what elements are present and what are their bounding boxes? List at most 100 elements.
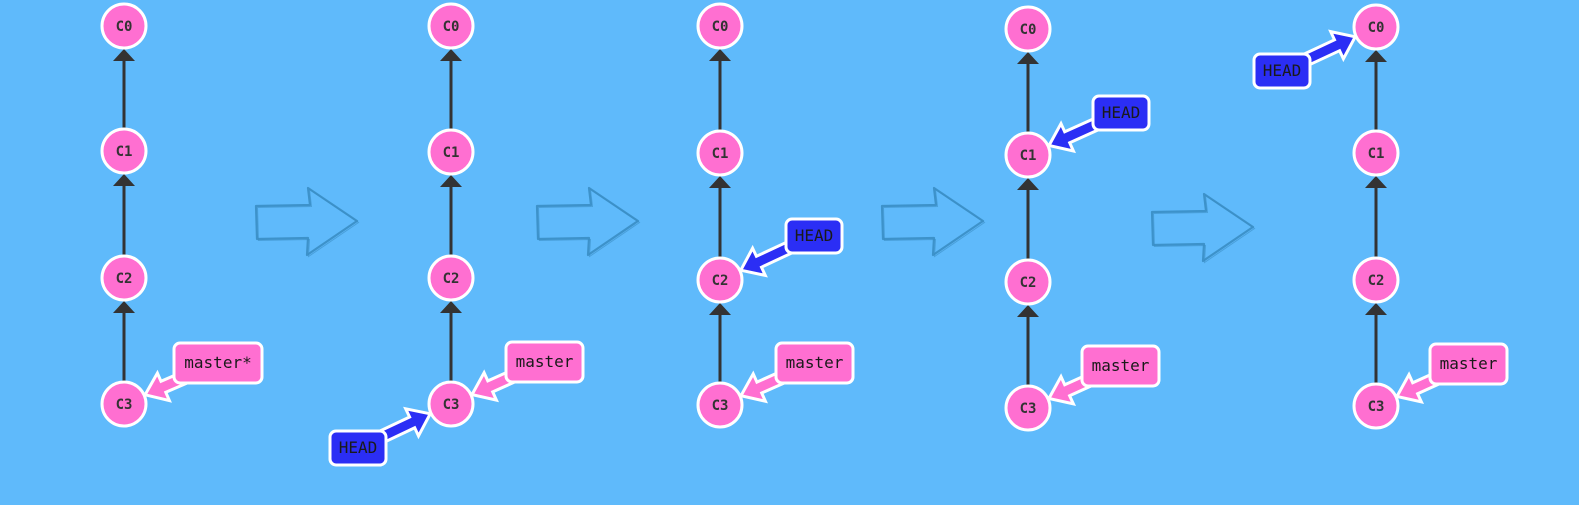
step-arrow-icon (254, 186, 360, 258)
edge-arrowhead-icon (1365, 303, 1387, 315)
commit-node-c2: C2 (100, 254, 148, 302)
commit-node-c1: C1 (696, 129, 744, 177)
commit-circle (1352, 382, 1400, 430)
step-arrow-outline (254, 186, 359, 257)
commit-label: C3 (1368, 399, 1385, 415)
commit-label: C2 (443, 271, 460, 287)
commit-label: C2 (1368, 273, 1385, 289)
branch-master-label: master (1092, 356, 1150, 375)
edge-arrowhead-icon (113, 301, 135, 313)
branch-master-label: master (1440, 354, 1498, 373)
branch-master-tag (1080, 344, 1161, 388)
head-ref-label: HEAD (1263, 61, 1302, 80)
branch-master-label: master (786, 353, 844, 372)
commit-circle (1004, 384, 1052, 432)
branch-master-tag (504, 340, 585, 384)
commit-node-c1: C1 (100, 127, 148, 175)
commit-node-c1: C1 (1004, 131, 1052, 179)
commit-label: C3 (1020, 401, 1037, 417)
step-arrow-sketch (256, 188, 360, 258)
commit-label: C0 (1020, 22, 1037, 38)
head-ref-tag (784, 217, 844, 255)
commit-circle (427, 2, 475, 50)
edge-arrowhead-icon (1365, 50, 1387, 62)
branch-master-tag (774, 341, 855, 385)
commit-node-c3: C3 (427, 380, 475, 428)
edge-arrowhead-icon (1017, 178, 1039, 190)
commit-circle (100, 127, 148, 175)
edge-arrowhead-icon (709, 303, 731, 315)
commit-circle (427, 254, 475, 302)
commit-circle (1004, 131, 1052, 179)
step-arrow-outline (535, 186, 640, 257)
step-arrow-sketch (882, 188, 986, 258)
step-arrow-icon (1150, 192, 1256, 264)
commit-circle (427, 380, 475, 428)
edge-arrowhead-icon (440, 49, 462, 61)
commit-label: C1 (1020, 148, 1037, 164)
branch-master-label: master* (184, 353, 251, 372)
commit-label: C1 (443, 145, 460, 161)
step-arrow-icon (535, 186, 641, 258)
commit-node-c2: C2 (1352, 256, 1400, 304)
commit-node-c3: C3 (1352, 382, 1400, 430)
commit-label: C0 (712, 19, 729, 35)
commit-label: C3 (443, 397, 460, 413)
commit-node-c0: C0 (100, 2, 148, 50)
edge-arrowhead-icon (440, 175, 462, 187)
head-ref-tag (1091, 94, 1151, 132)
edge-arrowhead-icon (1365, 176, 1387, 188)
commit-label: C1 (116, 144, 133, 160)
commit-label: C3 (712, 398, 729, 414)
commit-node-c2: C2 (427, 254, 475, 302)
commit-label: C1 (1368, 146, 1385, 162)
commit-circle (1004, 5, 1052, 53)
step-arrow-sketch (1152, 194, 1256, 264)
commit-circle (100, 2, 148, 50)
branch-master-tag (172, 341, 264, 385)
edge-arrowhead-icon (440, 301, 462, 313)
edge-arrowhead-icon (113, 49, 135, 61)
edge-arrowhead-icon (1017, 52, 1039, 64)
step-arrow-outline (1150, 192, 1255, 263)
step-arrow-sketch (537, 188, 641, 258)
commit-node-c0: C0 (696, 2, 744, 50)
commit-label: C0 (1368, 20, 1385, 36)
commit-node-c1: C1 (427, 128, 475, 176)
commit-circle (1352, 129, 1400, 177)
head-ref-label: HEAD (795, 226, 834, 245)
head-ref-tag (1252, 52, 1312, 90)
commit-label: C1 (712, 146, 729, 162)
commit-circle (696, 2, 744, 50)
commit-circle (1352, 3, 1400, 51)
edge-arrowhead-icon (709, 176, 731, 188)
commit-node-c2: C2 (1004, 258, 1052, 306)
commit-circle (100, 254, 148, 302)
branch-master-label: master (516, 352, 574, 371)
commit-circle (1352, 256, 1400, 304)
commit-circle (696, 129, 744, 177)
commit-node-c0: C0 (1352, 3, 1400, 51)
commit-node-c0: C0 (427, 2, 475, 50)
commit-circle (427, 128, 475, 176)
head-ref-label: HEAD (1102, 103, 1141, 122)
head-ref-tag (328, 429, 388, 467)
commit-circle (100, 380, 148, 428)
commit-circle (1004, 258, 1052, 306)
step-arrow-icon (880, 186, 986, 258)
commit-node-c1: C1 (1352, 129, 1400, 177)
commit-label: C2 (1020, 275, 1037, 291)
commit-node-c3: C3 (1004, 384, 1052, 432)
commit-label: C0 (116, 19, 133, 35)
commit-label: C2 (116, 271, 133, 287)
edge-arrowhead-icon (1017, 305, 1039, 317)
commit-node-c2: C2 (696, 256, 744, 304)
commit-label: C2 (712, 273, 729, 289)
edge-arrowhead-icon (709, 49, 731, 61)
edge-arrowhead-icon (113, 174, 135, 186)
